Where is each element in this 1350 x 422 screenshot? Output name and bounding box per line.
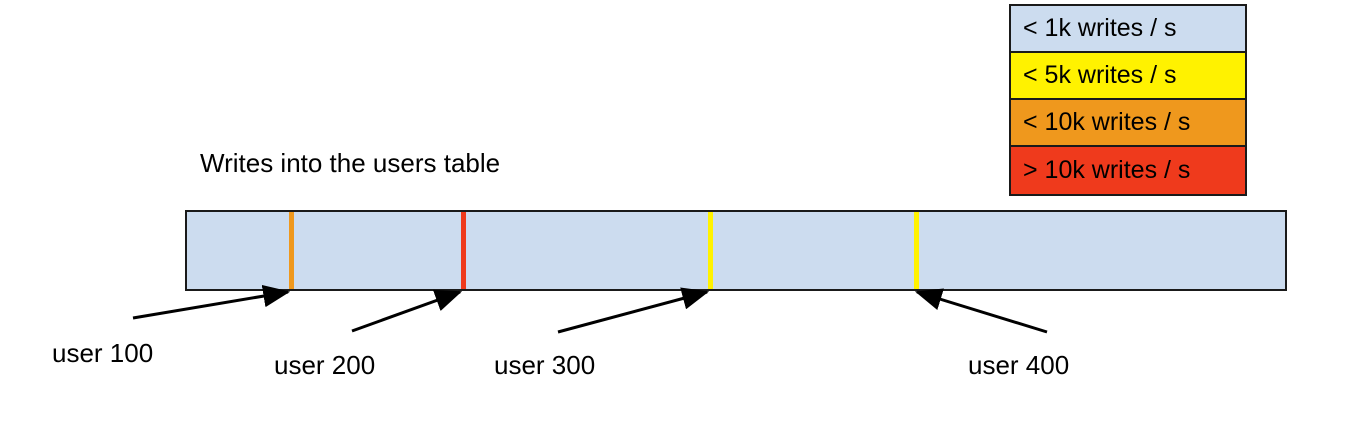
marker-user-100 [289, 212, 294, 289]
legend-item-label: < 10k writes / s [1023, 108, 1191, 136]
marker-user-200 [461, 212, 466, 289]
marker-user-400 [914, 212, 919, 289]
label-user-100: user 100 [52, 338, 154, 368]
label-user-300: user 300 [494, 350, 596, 380]
legend-item-under-10k: < 10k writes / s [1011, 100, 1245, 147]
legend-item-under-1k: < 1k writes / s [1011, 6, 1245, 53]
keyspace-bar [185, 210, 1287, 291]
arrow-user-100 [132, 284, 291, 320]
arrow-user-400 [914, 288, 1048, 334]
label-user-400: user 400 [968, 350, 1070, 380]
legend-item-over-10k: > 10k writes / s [1011, 147, 1245, 194]
chart-title: Writes into the users table [200, 148, 501, 178]
legend-item-label: > 10k writes / s [1023, 156, 1191, 184]
arrow-user-200 [351, 289, 463, 333]
legend-item-under-5k: < 5k writes / s [1011, 53, 1245, 100]
arrow-user-300 [557, 287, 710, 334]
legend-item-label: < 5k writes / s [1023, 61, 1177, 89]
legend-item-label: < 1k writes / s [1023, 14, 1177, 42]
label-user-200: user 200 [274, 350, 376, 380]
marker-user-300 [708, 212, 713, 289]
legend: < 1k writes / s < 5k writes / s < 10k wr… [1009, 4, 1247, 196]
